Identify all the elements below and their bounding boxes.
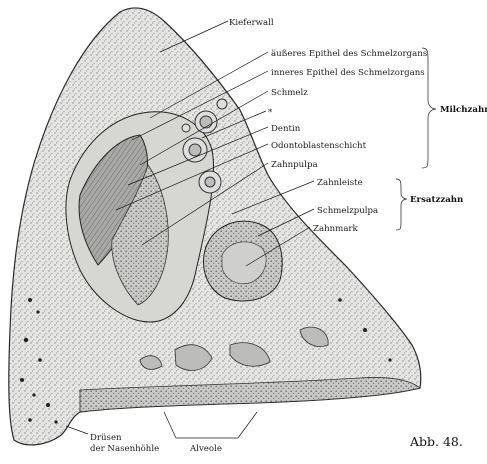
milchzahn-brace xyxy=(421,47,437,169)
ersatzzahn-brace xyxy=(395,178,408,231)
label-aeusseres-epithel: äußeres Epithel des Schmelzorgans xyxy=(271,49,427,59)
replacement-tooth-pulpa xyxy=(221,241,267,285)
label-odontoblastenschicht: Odontoblastenschicht xyxy=(271,141,367,151)
figure-caption: Abb. 48. xyxy=(409,434,463,449)
milk-tooth-pulpa xyxy=(111,164,169,306)
label-alveole: Alveole xyxy=(189,444,222,454)
label-dentin: Dentin xyxy=(271,124,301,134)
label-druesen-line2: der Nasenhöhle xyxy=(90,444,159,454)
label-zahnmark: Zahnmark xyxy=(313,224,359,234)
label-stern: * xyxy=(268,108,273,118)
oral-epithelium xyxy=(79,377,421,413)
epithelial-pearls xyxy=(181,98,228,194)
label-inneres-epithel: inneres Epithel des Schmelzorgans xyxy=(271,68,425,78)
label-kieferwall: Kieferwall xyxy=(229,18,274,28)
label-schmelzpulpa: Schmelzpulpa xyxy=(317,206,378,216)
label-druesen-line1: Drüsen xyxy=(90,433,122,443)
label-milchzahn: Milchzahn xyxy=(440,105,487,115)
leader-lines xyxy=(65,20,315,439)
alveolar-bone xyxy=(139,326,329,371)
label-zahnpulpa: Zahnpulpa xyxy=(271,160,318,170)
label-schmelz: Schmelz xyxy=(271,88,308,98)
label-ersatzzahn: Ersatzzahn xyxy=(410,195,464,205)
label-zahnleiste: Zahnleiste xyxy=(317,178,363,188)
glands xyxy=(20,298,392,424)
